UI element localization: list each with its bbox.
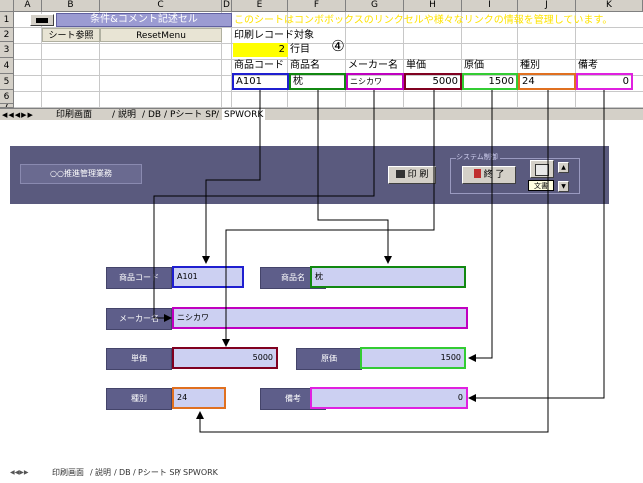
col-header-e[interactable]: E [232,0,288,12]
combo-bar-icon [36,18,48,23]
sheet-tab-bar: ◀◀◀▶▶ 印刷画面 / 説明 / DB / Pシート SP / SPWORK [0,108,643,121]
combo-button[interactable] [30,14,54,26]
tab-sep-3: / [164,110,168,120]
bottom-tab-sep-2: / [114,468,117,477]
row-header-4[interactable]: 4 [0,58,14,74]
field-remarks[interactable]: 0 [310,387,468,409]
row-header-3[interactable]: 3 [0,42,14,58]
row-header-1[interactable]: 1 [0,12,14,28]
label-unit-price: 単価 [106,348,172,370]
header-remarks: 備考 [578,60,598,71]
system-control-group [450,158,580,194]
print-button[interactable]: 印 刷 [388,166,436,184]
arrow-product-code [202,90,261,264]
col-header-b[interactable]: B [42,0,100,12]
tab-sep-1: / [112,110,116,120]
exit-button-label: 終 了 [483,170,505,180]
tab-print-screen[interactable]: 印刷画面 [56,110,93,120]
tab-db[interactable]: DB [148,110,162,120]
print-button-label: 印 刷 [407,170,429,180]
print-target-label: 印刷レコード対象 [234,30,314,41]
scroll-up-button[interactable]: ▲ [558,162,569,173]
bottom-tab-print-screen[interactable]: 印刷画面 [52,468,84,477]
reset-menu-button[interactable]: ResetMenu [100,28,222,42]
bottom-tab-psheet-sp[interactable]: Pシート SP [138,468,180,477]
row-unit-label: 行目 [290,44,310,55]
label-kind: 種別 [106,388,172,410]
col-header-d[interactable]: D [222,0,232,12]
print-row-value[interactable]: 2 [233,43,288,57]
arrow-product-name [317,90,392,264]
col-header-c[interactable]: C [100,0,222,12]
sheet-note-text: このシートはコンボボックスのリンクセルや様々なリンクの情報を管理しています。 [234,15,613,26]
cell-cost[interactable]: 1500 [462,73,518,90]
bottom-tab-nav-arrows-icon[interactable]: ◀◀▶▶ [10,469,29,476]
header-maker-name: メーカー名 [348,60,398,71]
row-header-7[interactable]: 7 [0,104,14,108]
tab-sep-4: / [216,110,220,120]
row-header-5[interactable]: 5 [0,74,14,90]
col-header-f[interactable]: F [288,0,346,12]
arrow-remarks [468,90,605,402]
cell-kind[interactable]: 24 [518,73,576,90]
tab-sep-2: / [142,110,146,120]
header-product-code: 商品コード [234,60,284,71]
arrow-kind [196,90,549,433]
row-header-2[interactable]: 2 [0,28,14,42]
scroll-down-button[interactable]: ▼ [558,181,569,192]
cell-product-code[interactable]: A101 [232,73,289,90]
col-header-h[interactable]: H [404,0,462,12]
tab-explanation[interactable]: 説明 [118,110,137,120]
tab-nav-arrows-icon[interactable]: ◀◀◀▶▶ [2,111,34,119]
col-header-i[interactable]: I [462,0,518,12]
field-unit-price[interactable]: 5000 [172,347,278,369]
corner-cell[interactable] [0,0,14,12]
field-product-name[interactable]: 枕 [310,266,466,288]
system-control-label: システム制御 [456,153,500,162]
cell-unit-price[interactable]: 5000 [404,73,462,90]
printer-icon [395,170,405,178]
bottom-tab-sep-1: / [90,468,93,477]
bottom-tab-spwork[interactable]: SPWORK [183,468,218,477]
header-unit-price: 単価 [406,60,426,71]
col-header-g[interactable]: G [346,0,404,12]
header-cost: 原価 [464,60,484,71]
circled-number-mark: ④ [331,37,345,55]
bottom-tab-explanation[interactable]: 説明 [95,468,111,477]
col-header-j[interactable]: J [518,0,576,12]
sheet-ref-button[interactable]: シート参照 [42,28,100,42]
grid-vlines [14,12,643,108]
triangle-up-icon: ▲ [561,164,566,171]
arrow-cost [468,90,493,362]
comment-header-cell[interactable]: 条件&コメント記述セル [56,13,232,27]
form-title-panel: ○○推進管理業務 [20,164,142,184]
bottom-tab-sep-4: / [178,468,181,477]
label-product-code: 商品コード [106,267,172,289]
bottom-tab-db[interactable]: DB [119,468,131,477]
tab-psheet-sp[interactable]: Pシート SP [170,110,217,120]
cell-product-name[interactable]: 枕 [289,73,346,90]
arrow-maker-name [153,90,375,322]
bottom-sheet-tab-bar: ◀◀▶▶ 印刷画面 / 説明 / DB / Pシート SP / SPWORK [0,466,643,480]
exit-door-icon [473,169,481,178]
header-kind: 種別 [520,60,540,71]
triangle-down-icon: ▼ [561,183,566,190]
header-product-name: 商品名 [290,60,320,71]
exit-button[interactable]: 終 了 [462,166,516,184]
field-kind[interactable]: 24 [172,387,226,409]
tab-spwork[interactable]: SPWORK [222,109,266,121]
col-header-a[interactable]: A [14,0,42,12]
spreadsheet: A B C D E F G H I J K 1 2 3 4 5 6 7 条件&コ… [0,0,643,121]
cell-remarks[interactable]: 0 [576,73,633,90]
arrow-unit-price [222,90,435,347]
cell-maker-name[interactable]: ニシカワ [346,73,404,90]
bottom-tab-sep-3: / [133,468,136,477]
field-cost[interactable]: 1500 [360,347,466,369]
row-header-6[interactable]: 6 [0,90,14,104]
field-maker-name[interactable]: ニシカワ [172,307,468,329]
tooltip: 文書 [528,180,554,191]
